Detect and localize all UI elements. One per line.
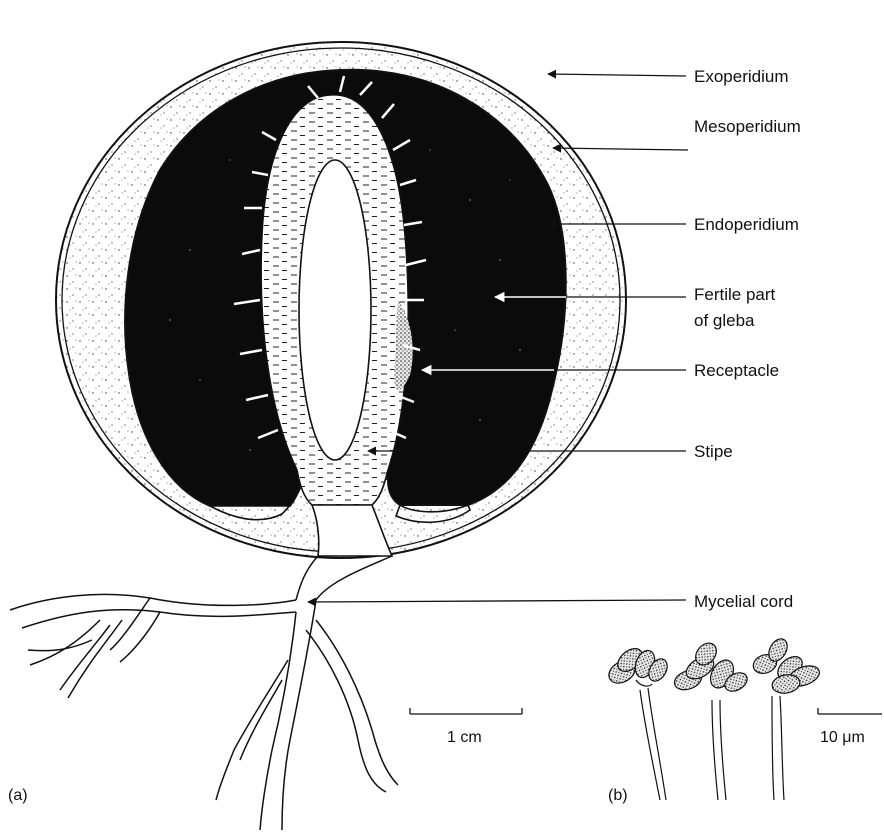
label-mesoperidium: Mesoperidium bbox=[694, 117, 801, 136]
label-receptacle: Receptacle bbox=[694, 361, 779, 380]
scale-a-label: 1 cm bbox=[447, 729, 482, 746]
label-mycelial-cord: Mycelial cord bbox=[694, 592, 793, 611]
panel-a-label: (a) bbox=[8, 787, 28, 804]
scale-b-label: 10 μm bbox=[820, 729, 865, 746]
basidia-illustration bbox=[605, 636, 822, 800]
panel-b-label: (b) bbox=[608, 787, 628, 804]
mycelial-cords bbox=[10, 556, 398, 830]
stipe-cavity bbox=[299, 160, 371, 460]
scale-bar-a: 1 cm bbox=[410, 708, 522, 746]
label-fertile-line2: of gleba bbox=[694, 311, 755, 330]
label-exoperidium: Exoperidium bbox=[694, 67, 789, 86]
exoperidium-arrow bbox=[548, 74, 686, 76]
label-endoperidium: Endoperidium bbox=[694, 215, 799, 234]
label-fertile-line1: Fertile part bbox=[694, 285, 776, 304]
labels: Exoperidium Mesoperidium Endoperidium Fe… bbox=[694, 67, 801, 611]
scale-bar-b: 10 μm bbox=[818, 708, 882, 746]
mycelial-cord-arrow bbox=[308, 600, 686, 602]
label-stipe: Stipe bbox=[694, 442, 733, 461]
